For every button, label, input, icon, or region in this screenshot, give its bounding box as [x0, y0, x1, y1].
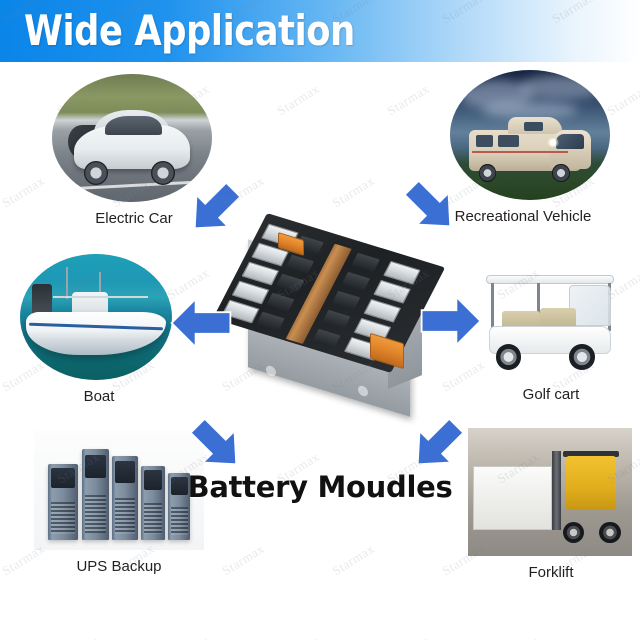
- watermark-text: Starmax: [384, 633, 432, 640]
- arrow-to-golf-cart: [418, 292, 484, 350]
- arrow-to-ups-backup: [186, 414, 248, 476]
- watermark-text: Starmax: [274, 80, 322, 119]
- watermark-text: Starmax: [54, 633, 102, 640]
- caption-electric-car: Electric Car: [95, 210, 173, 227]
- boat-photo: [20, 254, 172, 380]
- battery-module-image: [212, 213, 446, 417]
- watermark-text: Starmax: [219, 540, 267, 579]
- watermark-text: Starmax: [384, 80, 432, 119]
- header-banner: Wide Application: [0, 0, 640, 62]
- recreational-vehicle-photo: [450, 70, 610, 200]
- arrow-to-boat: [168, 294, 234, 352]
- caption-forklift: Forklift: [528, 564, 574, 581]
- application-card-ups-backup: UPS Backup: [24, 430, 214, 590]
- caption-boat: Boat: [83, 388, 115, 405]
- watermark-text: Starmax: [329, 540, 377, 579]
- arrow-to-electric-car: [183, 178, 245, 240]
- product-title: Battery Moudles: [187, 470, 453, 504]
- watermark-text: Starmax: [329, 172, 377, 211]
- application-card-forklift: Forklift: [462, 428, 640, 590]
- watermark-text: Starmax: [274, 633, 322, 640]
- banner-title: Wide Application: [24, 6, 355, 55]
- application-card-golf-cart: Golf cart: [466, 252, 636, 412]
- caption-golf-cart: Golf cart: [522, 386, 580, 403]
- watermark-text: Starmax: [0, 172, 47, 211]
- watermark-text: Starmax: [604, 633, 640, 640]
- application-card-boat: Boat: [14, 254, 184, 414]
- arrow-to-recreational-vehicle: [400, 176, 462, 238]
- forklift-photo: [468, 428, 632, 556]
- ups-backup-photo: [34, 430, 204, 550]
- watermark-text: Starmax: [494, 633, 542, 640]
- caption-ups-backup: UPS Backup: [76, 558, 162, 575]
- arrow-to-forklift: [406, 414, 468, 476]
- application-card-electric-car: Electric Car: [44, 74, 224, 234]
- application-card-recreational-vehicle: Recreational Vehicle: [428, 70, 618, 232]
- electric-car-photo: [52, 74, 212, 202]
- caption-recreational-vehicle: Recreational Vehicle: [454, 208, 592, 225]
- golf-cart-photo: [470, 252, 630, 380]
- watermark-text: Starmax: [164, 633, 212, 640]
